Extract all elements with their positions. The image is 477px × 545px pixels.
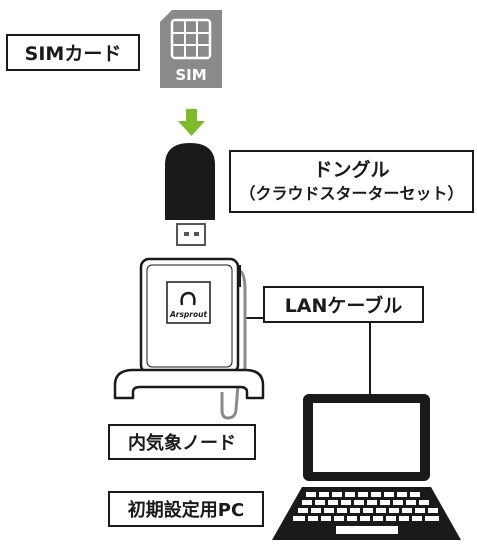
- node-label: 内気象ノード: [108, 424, 256, 460]
- sim-card-label-text: SIMカード: [24, 43, 122, 65]
- dongle-title: ドングル: [313, 158, 390, 181]
- node-label-text: 内気象ノード: [128, 433, 236, 454]
- weather-node-icon: Arsprout: [113, 257, 265, 420]
- lan-cable-label: LANケーブル: [263, 286, 424, 323]
- usb-dongle-icon: [165, 143, 215, 246]
- node-brand-label: Arsprout: [169, 310, 208, 319]
- laptop-icon: [272, 394, 461, 540]
- sim-card-label: SIMカード: [6, 34, 140, 71]
- arrow-down-icon: [178, 109, 205, 136]
- sim-card-icon: SIM: [160, 10, 222, 88]
- sim-chip-label: SIM: [175, 66, 206, 84]
- pc-label: 初期設定用PC: [108, 491, 264, 527]
- pc-label-text: 初期設定用PC: [127, 500, 245, 521]
- dongle-subtitle: （クラウドスターターセット）: [239, 183, 464, 203]
- lan-cable-label-text: LANケーブル: [284, 295, 403, 317]
- dongle-label: ドングル （クラウドスターターセット）: [229, 150, 474, 213]
